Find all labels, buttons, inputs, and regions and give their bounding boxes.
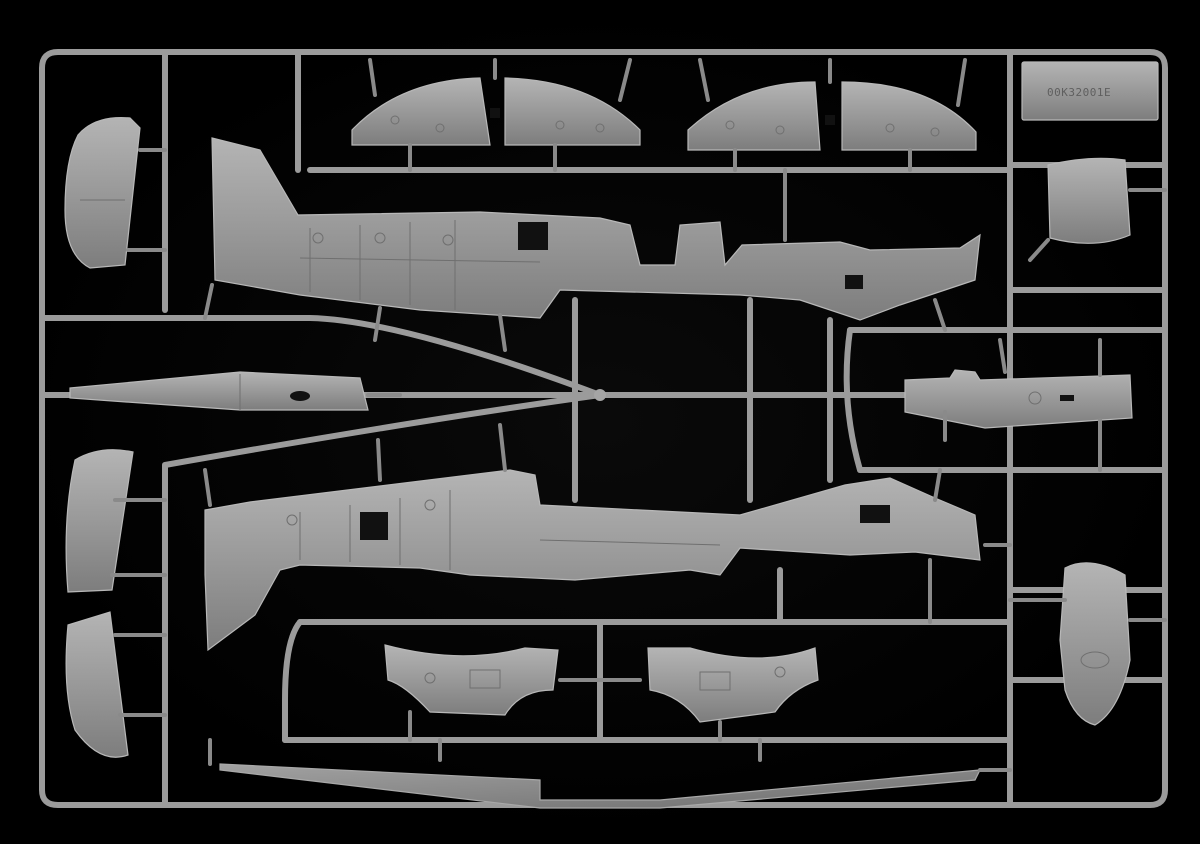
engine-cowl-strip xyxy=(69,371,402,411)
sprue-tag xyxy=(1021,61,1159,121)
tailplane-lower-b xyxy=(65,611,167,758)
sprue-frame xyxy=(39,49,1168,808)
nose-panel-upper xyxy=(1028,157,1167,262)
tailplane-lower-a xyxy=(65,449,167,593)
nose-panel-lower xyxy=(1008,562,1167,726)
sprue-tag-code: 00K32001E xyxy=(1047,86,1112,99)
canopy-panel-left xyxy=(351,77,641,146)
runner-hub xyxy=(594,389,606,401)
wing-leading-strip xyxy=(208,738,1012,809)
wing-fillet-right xyxy=(598,647,819,742)
tailplane-upper xyxy=(64,117,167,269)
canopy-panel-right xyxy=(687,81,977,151)
part-gates xyxy=(368,58,967,172)
wing-fillet-left xyxy=(384,644,602,742)
fuselage-half-upper xyxy=(203,137,981,352)
fuselage-half-lower xyxy=(203,423,1012,652)
cockpit-floor xyxy=(904,338,1133,472)
